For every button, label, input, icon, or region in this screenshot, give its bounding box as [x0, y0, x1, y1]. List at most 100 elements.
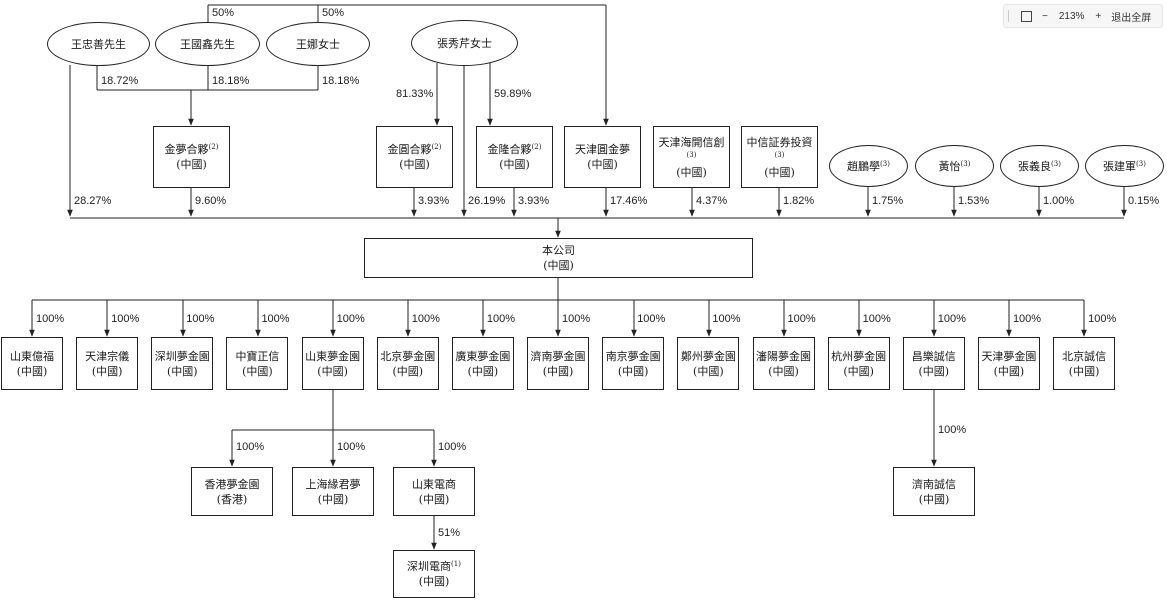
- entity-jinan-chengxin: 濟南誠信 (中國): [893, 467, 975, 516]
- entity-location: (中國): [764, 165, 795, 179]
- entity-location: (中國): [16, 364, 48, 378]
- pct-label: 100%: [337, 441, 366, 453]
- zoom-in-button[interactable]: +: [1095, 10, 1102, 22]
- entity-location: (中國): [587, 158, 618, 171]
- subsidiary-box: 天津夢金園(中國): [977, 337, 1040, 390]
- note-marker: (2): [208, 143, 219, 151]
- entity-name: 中寶正信: [235, 349, 280, 363]
- entity-location: (中國): [1068, 364, 1100, 378]
- entity-name: 北京誠信: [1062, 349, 1107, 363]
- exit-fullscreen-button[interactable]: 退出全屏: [1111, 12, 1152, 24]
- shareholder-huang-yi: 黃怡(3): [915, 145, 994, 187]
- viewer-toolbar: − 213% + 退出全屏: [1003, 4, 1163, 28]
- subsidiary-box: 天津宗儀(中國): [76, 337, 139, 390]
- entity-tianjin-yuanjinmeng: 天津圓金夢 (中國): [564, 126, 641, 188]
- entity-name: 中信証券投資: [746, 135, 813, 149]
- pct-label: 3.93%: [418, 195, 450, 207]
- subsidiary-box: 山東億福(中國): [1, 337, 63, 390]
- note-marker: (3): [774, 150, 785, 159]
- entity-shandong-ecommerce: 山東電商 (中國): [393, 467, 475, 516]
- shareholder-wang-na: 王娜女士: [266, 22, 370, 66]
- note-marker: (3): [960, 160, 971, 168]
- entity-name: 廣東夢金園: [455, 349, 511, 363]
- entity-name: 深圳夢金園: [154, 349, 210, 363]
- pct-label: 100%: [438, 441, 467, 453]
- note-marker: (3): [686, 150, 697, 159]
- subsidiary-box: 南京夢金園(中國): [602, 337, 665, 390]
- zoom-out-button[interactable]: −: [1042, 10, 1048, 22]
- entity-name: 上海緣君夢: [305, 477, 361, 491]
- entity-name: 濟南夢金園: [530, 349, 586, 363]
- pct-label: 3.93%: [518, 195, 550, 207]
- entity-location: (中國): [617, 364, 649, 378]
- entity-hk-mengjinyuan: 香港夢金園 (香港): [191, 467, 273, 516]
- entity-shenzhen-ecommerce: 深圳電商(1) (中國): [393, 550, 475, 598]
- entity-company: 本公司 (中國): [364, 238, 753, 278]
- entity-name: 濟南誠信: [912, 477, 956, 491]
- pct-label: 17.46%: [610, 195, 648, 207]
- shareholder-zhang-xiuqin: 張秀芹女士: [411, 20, 518, 66]
- pct-label: 100%: [862, 313, 891, 325]
- subsidiary-box: 瀋陽夢金園(中國): [752, 337, 815, 390]
- entity-location: (中國): [693, 364, 724, 378]
- pct-label: 100%: [261, 313, 290, 325]
- note-marker: (3): [880, 160, 890, 168]
- fit-screen-icon[interactable]: [1021, 10, 1032, 22]
- pct-label: 50%: [212, 7, 235, 19]
- entity-location: (中國): [843, 364, 874, 378]
- pct-label: 1.53%: [958, 195, 990, 207]
- entity-citic: 中信証券投資(3) (中國): [741, 126, 818, 188]
- entity-location: (中國): [418, 575, 450, 588]
- pct-label: 0.15%: [1128, 195, 1160, 207]
- entity-location: (中國): [167, 364, 198, 378]
- entity-name: 鄭州夢金園: [680, 349, 736, 363]
- entity-name: 深圳電商: [407, 560, 452, 573]
- entity-name: 天津海開信創: [658, 135, 725, 149]
- pct-label: 59.89%: [494, 88, 532, 100]
- shareholder-wang-guoxin: 王國鑫先生: [155, 22, 260, 66]
- shareholder-label: 張建軍: [1103, 160, 1137, 173]
- entity-location: (中國): [993, 364, 1025, 378]
- shareholder-zhang-yiliang: 張義良(3): [1000, 145, 1079, 187]
- pct-label: 100%: [787, 313, 816, 325]
- note-marker: (2): [431, 143, 442, 151]
- pct-label: 18.18%: [212, 75, 250, 87]
- entity-location: (中國): [242, 364, 273, 378]
- pct-label: 1.00%: [1043, 195, 1075, 207]
- entity-name: 南京夢金園: [605, 349, 661, 363]
- subsidiary-box: 中寶正信(中國): [226, 337, 289, 390]
- entity-name: 杭州夢金園: [831, 349, 887, 363]
- note-marker: (3): [1051, 160, 1061, 168]
- subsidiary-box: 杭州夢金園(中國): [827, 337, 890, 390]
- entity-location: (中國): [499, 158, 530, 171]
- entity-name: 天津圓金夢: [575, 143, 630, 156]
- entity-name: 山東億福: [10, 349, 54, 363]
- entity-location: (中國): [676, 165, 707, 179]
- entity-location: (中國): [918, 364, 950, 378]
- toolbar-grip[interactable]: [1008, 10, 1013, 22]
- entity-name: 本公司: [542, 244, 575, 257]
- pct-label: 100%: [111, 313, 140, 325]
- entity-location: (中國): [768, 364, 799, 378]
- shareholder-label: 王娜女士: [296, 38, 340, 51]
- shareholder-zhang-jianjun: 張建軍(3): [1085, 145, 1164, 187]
- pct-label: 18.18%: [322, 75, 360, 87]
- entity-location: (中國): [91, 364, 123, 378]
- entity-name: 山東夢金園: [305, 349, 361, 363]
- pct-label: 9.60%: [195, 195, 227, 207]
- pct-label: 1.82%: [783, 195, 815, 207]
- pct-label: 100%: [938, 424, 967, 436]
- entity-location: (香港): [216, 492, 248, 506]
- zoom-level: 213%: [1058, 10, 1085, 22]
- entity-jinyuan: 金圓合夥(2) (中國): [376, 126, 453, 188]
- shareholder-label: 黃怡: [938, 160, 961, 173]
- entity-jinmeng: 金夢合夥(2) (中國): [153, 126, 230, 188]
- pct-label: 26.19%: [468, 195, 506, 207]
- shareholder-zhao-pengxue: 趙鵬學(3): [829, 145, 908, 187]
- pct-label: 1.75%: [872, 195, 904, 207]
- entity-name: 金夢合夥: [164, 143, 209, 156]
- pct-label: 100%: [336, 313, 365, 325]
- entity-jinlong: 金隆合夥(2) (中國): [476, 126, 553, 188]
- pct-label: 100%: [236, 441, 265, 453]
- subsidiary-box: 北京夢金園(中國): [376, 337, 439, 390]
